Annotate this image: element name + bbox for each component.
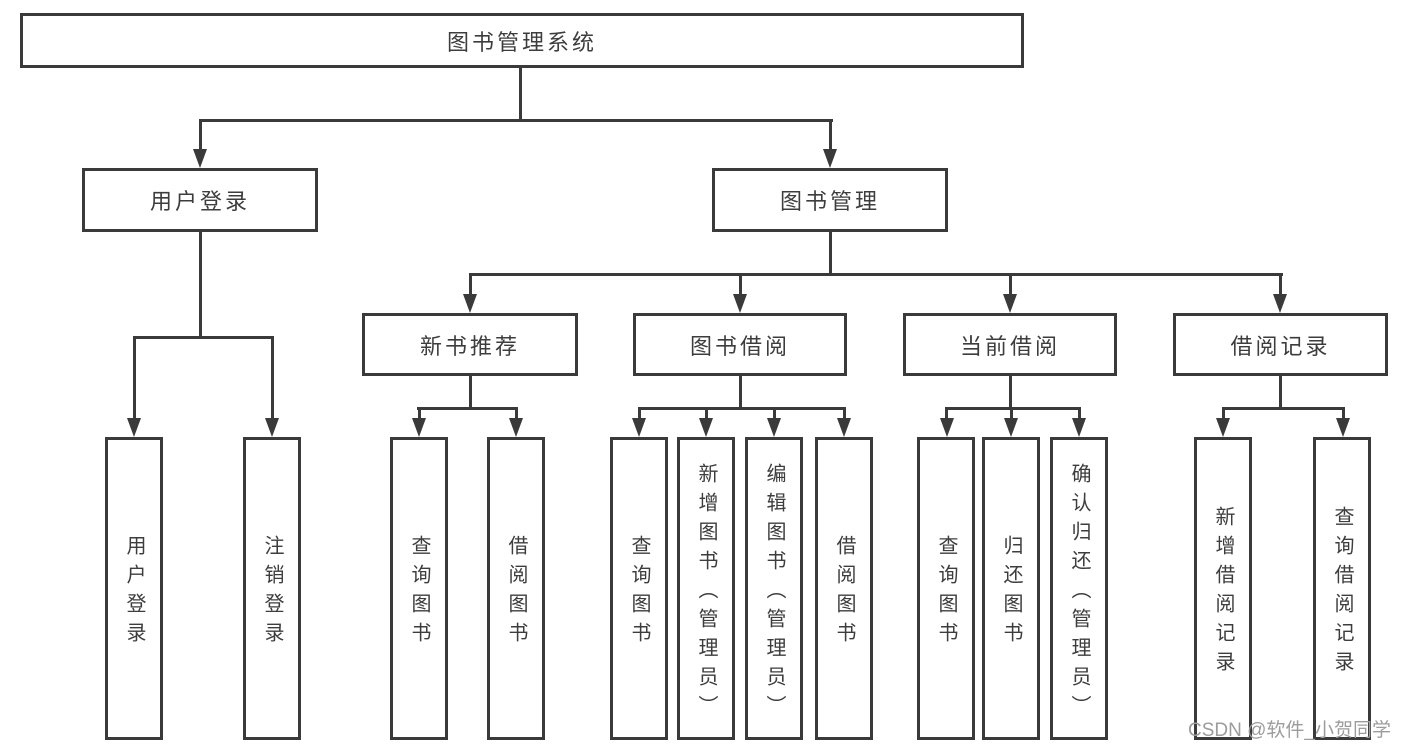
node-borrow-records-label: 借阅记录: [1230, 333, 1331, 359]
leaf-cb-query-books-label: 查询图书: [935, 535, 957, 651]
connector-bb-stem: [739, 376, 742, 410]
arrowhead-nb-borrow: [509, 418, 523, 437]
connector-nb-stem: [469, 376, 472, 410]
arrowhead-cb-confirm: [1072, 418, 1086, 437]
connector-br-drop-2: [1342, 407, 1345, 422]
node-current-borrow-label: 当前借阅: [959, 333, 1060, 359]
connector-nb-drop-2: [515, 407, 518, 422]
arrowhead-borrow-record: [1273, 294, 1287, 313]
connector-bm-drop-2: [739, 273, 742, 297]
leaf-bb-query-books-label: 查询图书: [628, 535, 650, 651]
connector-cb-drop-2: [1010, 407, 1013, 422]
connector-ul-stem: [199, 232, 202, 339]
connector-br-drop-1: [1222, 407, 1225, 422]
arrowhead-user-login: [193, 149, 207, 168]
connector-bb-drop-2: [705, 407, 708, 422]
connector-root-bar: [199, 119, 833, 122]
leaf-nb-query-books-label: 查询图书: [408, 535, 430, 651]
leaf-bb-add-books-label: 新增图书（管理员）: [695, 462, 717, 724]
arrowhead-current-borrow: [1003, 294, 1017, 313]
arrowhead-bb-edit: [767, 418, 781, 437]
connector-cb-stem: [1009, 376, 1012, 410]
connector-br-stem: [1279, 376, 1282, 410]
leaf-br-query-record: 查询借阅记录: [1313, 437, 1371, 740]
node-new-book-recommend-label: 新书推荐: [419, 333, 520, 359]
connector-root-drop-left: [199, 119, 202, 152]
arrowhead-book-borrow: [733, 294, 747, 313]
leaf-bb-borrow-books-label: 借阅图书: [833, 535, 855, 651]
leaf-user-login: 用户登录: [105, 437, 163, 740]
connector-nb-bar: [417, 407, 518, 410]
leaf-bb-edit-books-label: 编辑图书（管理员）: [763, 462, 785, 724]
connector-cb-bar: [945, 407, 1081, 410]
connector-bb-drop-1: [638, 407, 641, 422]
connector-bb-drop-3: [773, 407, 776, 422]
arrowhead-leaf-logout: [265, 418, 279, 437]
leaf-logout-label: 注销登录: [261, 535, 283, 651]
arrowhead-br-add: [1216, 418, 1230, 437]
leaf-logout: 注销登录: [243, 437, 301, 740]
connector-bm-drop-3: [1009, 273, 1012, 297]
arrowhead-new-book: [463, 294, 477, 313]
connector-bm-bar: [469, 273, 1283, 276]
connector-ul-bar: [133, 336, 274, 339]
leaf-bb-query-books: 查询图书: [610, 437, 668, 740]
node-book-borrow: 图书借阅: [633, 313, 847, 376]
leaf-bb-edit-books: 编辑图书（管理员）: [745, 437, 803, 740]
connector-ul-drop-2: [271, 336, 274, 422]
node-user-login: 用户登录: [82, 168, 318, 232]
leaf-bb-add-books: 新增图书（管理员）: [677, 437, 735, 740]
connector-bb-drop-4: [843, 407, 846, 422]
node-root-label: 图书管理系统: [446, 29, 597, 55]
node-borrow-records: 借阅记录: [1173, 313, 1388, 376]
node-book-management: 图书管理: [712, 168, 948, 232]
arrowhead-br-query: [1336, 418, 1350, 437]
leaf-nb-borrow-books: 借阅图书: [487, 437, 545, 740]
arrowhead-leaf-login: [127, 418, 141, 437]
leaf-bb-borrow-books: 借阅图书: [815, 437, 873, 740]
arrowhead-bb-query: [632, 418, 646, 437]
node-book-borrow-label: 图书借阅: [689, 333, 790, 359]
node-root: 图书管理系统: [20, 13, 1024, 68]
csdn-watermark: CSDN @软件_小贺同学: [1188, 720, 1391, 741]
connector-bb-bar: [638, 407, 846, 410]
arrowhead-cb-query: [940, 418, 954, 437]
leaf-br-add-record: 新增借阅记录: [1194, 437, 1252, 740]
arrowhead-nb-query: [412, 418, 426, 437]
connector-nb-drop-1: [418, 407, 421, 422]
connector-br-bar: [1222, 407, 1344, 410]
leaf-br-add-record-label: 新增借阅记录: [1212, 506, 1234, 680]
connector-root-drop-right: [829, 119, 832, 152]
leaf-nb-query-books: 查询图书: [390, 437, 448, 740]
leaf-nb-borrow-books-label: 借阅图书: [505, 535, 527, 651]
leaf-br-query-record-label: 查询借阅记录: [1331, 506, 1353, 680]
node-new-book-recommend: 新书推荐: [362, 313, 578, 376]
arrowhead-cb-return: [1004, 418, 1018, 437]
arrowhead-bb-add: [699, 418, 713, 437]
node-current-borrow: 当前借阅: [903, 313, 1117, 376]
connector-cb-drop-3: [1078, 407, 1081, 422]
leaf-cb-confirm-return-label: 确认归还（管理员）: [1068, 462, 1090, 724]
arrowhead-bb-borrow: [837, 418, 851, 437]
connector-cb-drop-1: [945, 407, 948, 422]
leaf-cb-return-books: 归还图书: [982, 437, 1040, 740]
connector-ul-drop-1: [133, 336, 136, 422]
leaf-cb-query-books: 查询图书: [917, 437, 975, 740]
arrowhead-book-management: [823, 149, 837, 168]
connector-bm-drop-1: [469, 273, 472, 297]
connector-bm-stem: [829, 232, 832, 276]
connector-root-stem: [519, 68, 522, 119]
connector-bm-drop-4: [1279, 273, 1282, 297]
leaf-cb-return-books-label: 归还图书: [1000, 535, 1022, 651]
node-user-login-label: 用户登录: [149, 189, 250, 214]
leaf-user-login-label: 用户登录: [123, 535, 145, 651]
node-book-management-label: 图书管理: [779, 189, 880, 214]
leaf-cb-confirm-return: 确认归还（管理员）: [1050, 437, 1108, 740]
